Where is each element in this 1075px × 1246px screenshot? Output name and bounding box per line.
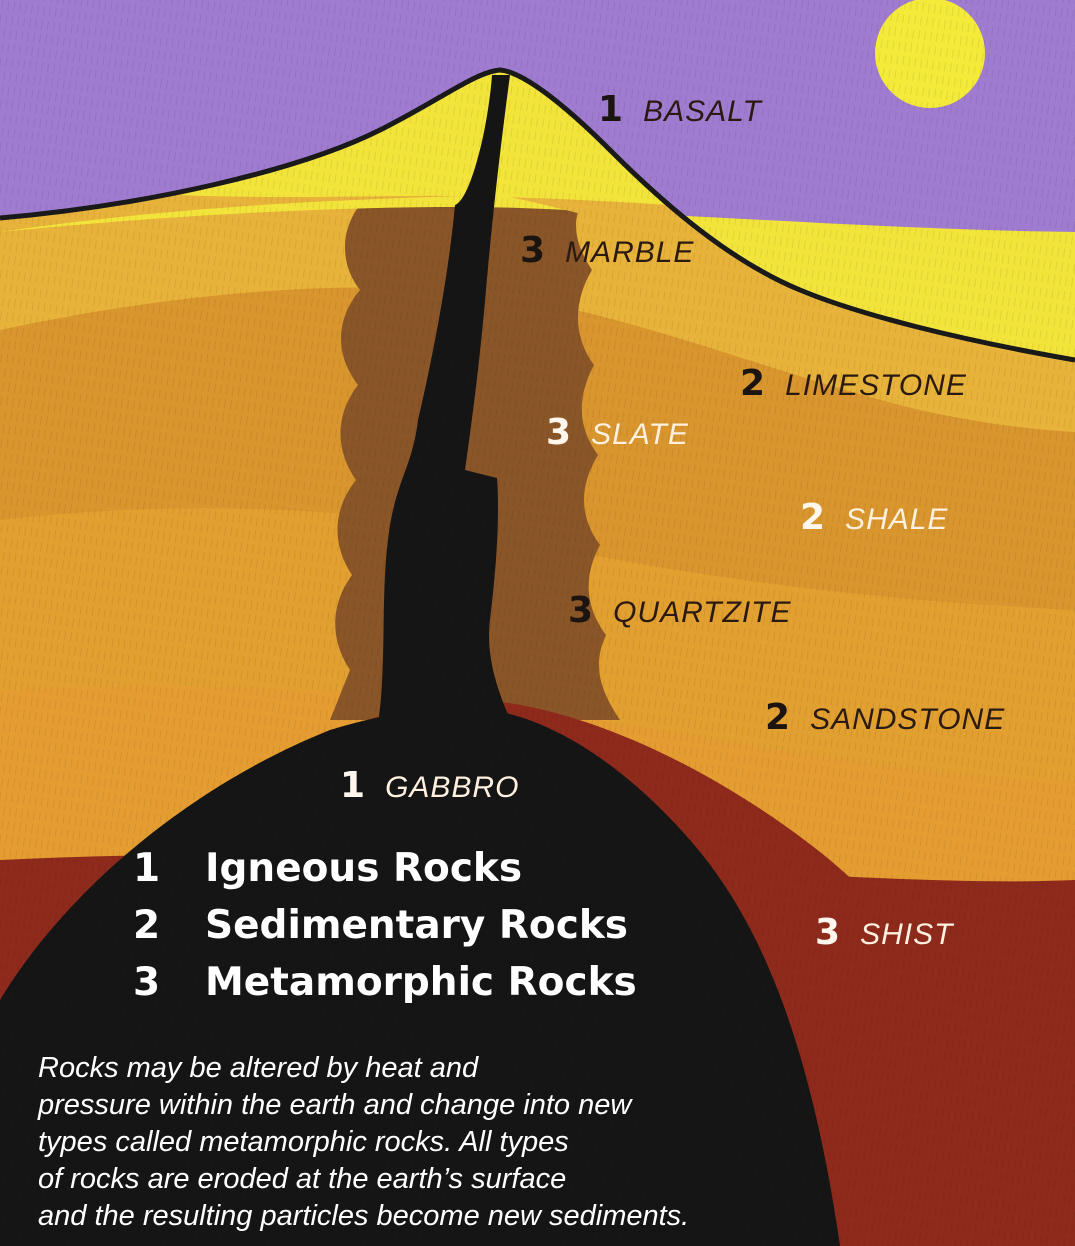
label-shale: 2 SHALE <box>800 500 948 536</box>
label-marble-number: 3 <box>520 230 545 271</box>
label-basalt-name: BASALT <box>643 95 762 128</box>
legend-label: Metamorphic Rocks <box>205 960 637 1005</box>
caption-line: and the resulting particles become new s… <box>38 1198 878 1235</box>
label-sandstone-name: SANDSTONE <box>810 703 1005 736</box>
label-shale-name: SHALE <box>845 503 948 536</box>
label-gabbro-name: GABBRO <box>385 771 519 804</box>
legend-number: 2 <box>133 903 205 948</box>
label-limestone: 2 LIMESTONE <box>740 366 967 402</box>
legend-label: Sedimentary Rocks <box>205 903 628 948</box>
legend-label: Igneous Rocks <box>205 846 522 891</box>
caption-line: pressure within the earth and change int… <box>38 1087 878 1124</box>
caption-line: of rocks are eroded at the earth’s surfa… <box>38 1161 878 1198</box>
label-gabbro-number: 1 <box>340 765 365 806</box>
label-slate: 3 SLATE <box>546 415 689 451</box>
label-basalt-number: 1 <box>598 89 623 130</box>
label-basalt: 1 BASALT <box>598 92 762 128</box>
label-sandstone: 2 SANDSTONE <box>765 700 1005 736</box>
label-marble: 3 MARBLE <box>520 233 694 269</box>
label-quartzite: 3 QUARTZITE <box>568 593 792 629</box>
label-limestone-number: 2 <box>740 363 765 404</box>
rock-type-legend: 1 Igneous Rocks 2 Sedimentary Rocks 3 Me… <box>133 840 637 1011</box>
caption-line: types called metamorphic rocks. All type… <box>38 1124 878 1161</box>
label-shist: 3 SHIST <box>815 915 953 951</box>
legend-item-igneous: 1 Igneous Rocks <box>133 840 637 897</box>
label-quartzite-name: QUARTZITE <box>613 596 791 629</box>
legend-number: 3 <box>133 960 205 1005</box>
label-shist-number: 3 <box>815 912 840 953</box>
caption-text: Rocks may be altered by heat and pressur… <box>38 1050 878 1235</box>
label-marble-name: MARBLE <box>565 236 694 269</box>
label-quartzite-number: 3 <box>568 590 593 631</box>
label-limestone-name: LIMESTONE <box>785 369 967 402</box>
label-slate-name: SLATE <box>591 418 689 451</box>
label-shist-name: SHIST <box>860 918 953 951</box>
legend-number: 1 <box>133 846 205 891</box>
legend-item-metamorphic: 3 Metamorphic Rocks <box>133 954 637 1011</box>
caption-line: Rocks may be altered by heat and <box>38 1050 878 1087</box>
legend-item-sedimentary: 2 Sedimentary Rocks <box>133 897 637 954</box>
label-shale-number: 2 <box>800 497 825 538</box>
label-gabbro: 1 GABBRO <box>340 768 519 804</box>
label-sandstone-number: 2 <box>765 697 790 738</box>
label-slate-number: 3 <box>546 412 571 453</box>
